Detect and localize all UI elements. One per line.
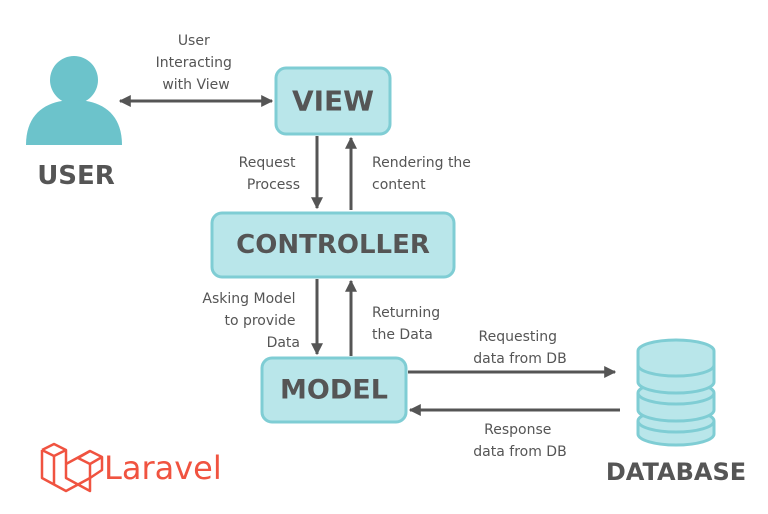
response-db-label: Response data from DB (473, 422, 566, 460)
view-node: VIEW (274, 66, 392, 136)
request-process-label: Request Process (239, 155, 300, 193)
returning-data-label: Returning the Data (372, 305, 445, 343)
controller-label: CONTROLLER (236, 230, 430, 260)
laravel-logo-icon (40, 442, 104, 493)
database-icon (636, 338, 716, 447)
model-label: MODEL (280, 375, 388, 406)
user-view-label: User Interacting with View (156, 33, 237, 93)
model-node: MODEL (260, 356, 408, 424)
requesting-db-label: Requesting data from DB (473, 329, 566, 367)
database-label: DATABASE (606, 458, 746, 486)
asking-model-label: Asking Model to provide Data (202, 291, 300, 351)
user-icon (26, 56, 122, 145)
rendering-content-label: Rendering the content (372, 155, 475, 193)
controller-node: CONTROLLER (210, 211, 456, 279)
view-label: VIEW (292, 85, 374, 118)
laravel-logo-text: Laravel (104, 449, 222, 487)
user-label: USER (37, 161, 115, 191)
